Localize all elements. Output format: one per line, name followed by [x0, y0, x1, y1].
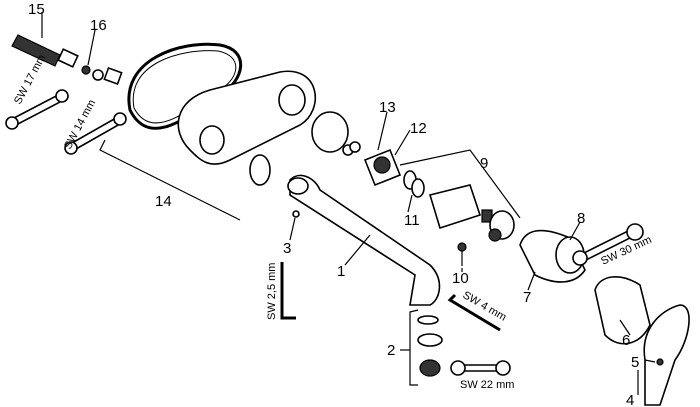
- label-3: 3: [283, 240, 291, 257]
- screw-10: [457, 242, 467, 266]
- label-6: 6: [622, 332, 630, 349]
- grub-screw-3: [292, 210, 300, 218]
- cartridge-13-12: [342, 141, 402, 187]
- allen-key-sw25: [280, 262, 296, 320]
- tool-label-sw4: SW 4 mm: [461, 289, 509, 324]
- label-14: 14: [155, 193, 172, 210]
- tool-label-sw25: SW 2,5 mm: [266, 263, 278, 320]
- label-10: 10: [452, 270, 469, 287]
- extension-part-15: [11, 34, 79, 68]
- tool-label-sw22: SW 22 mm: [460, 379, 514, 391]
- bracket-2: [409, 309, 419, 386]
- cap-part-6: [594, 276, 651, 345]
- wrench-sw14: [64, 112, 127, 155]
- allen-key-sw4: [447, 293, 501, 332]
- nut-part-16: [81, 65, 123, 86]
- cover-plate: [177, 70, 316, 165]
- aerator-part-2: [417, 315, 443, 377]
- label-9: 9: [480, 155, 488, 172]
- label-13: 13: [379, 99, 396, 116]
- label-12: 12: [410, 120, 427, 137]
- label-8: 8: [577, 210, 585, 227]
- label-15: 15: [28, 1, 45, 18]
- label-16: 16: [90, 17, 107, 34]
- wrench-sw17: [5, 89, 69, 130]
- label-4: 4: [626, 392, 634, 407]
- bracket-9: [399, 149, 521, 219]
- spout-part-1: [287, 174, 441, 306]
- label-1: 1: [337, 263, 345, 280]
- cartridge-9: [403, 170, 515, 242]
- label-7: 7: [523, 289, 531, 306]
- o-ring-large: [311, 111, 349, 153]
- label-11: 11: [404, 212, 420, 229]
- screw-5: [656, 358, 664, 366]
- wrench-sw22: [450, 360, 511, 376]
- label-2: 2: [387, 342, 395, 359]
- leader-lines: [41, 12, 656, 395]
- gasket-part-14: [127, 42, 243, 130]
- wrench-sw30: [572, 223, 644, 266]
- o-ring: [249, 154, 271, 186]
- bracket-14: [99, 139, 241, 221]
- tool-label-sw17: SW 17 mm: [12, 53, 48, 107]
- label-5: 5: [631, 354, 639, 371]
- handle-part-4: [643, 304, 690, 406]
